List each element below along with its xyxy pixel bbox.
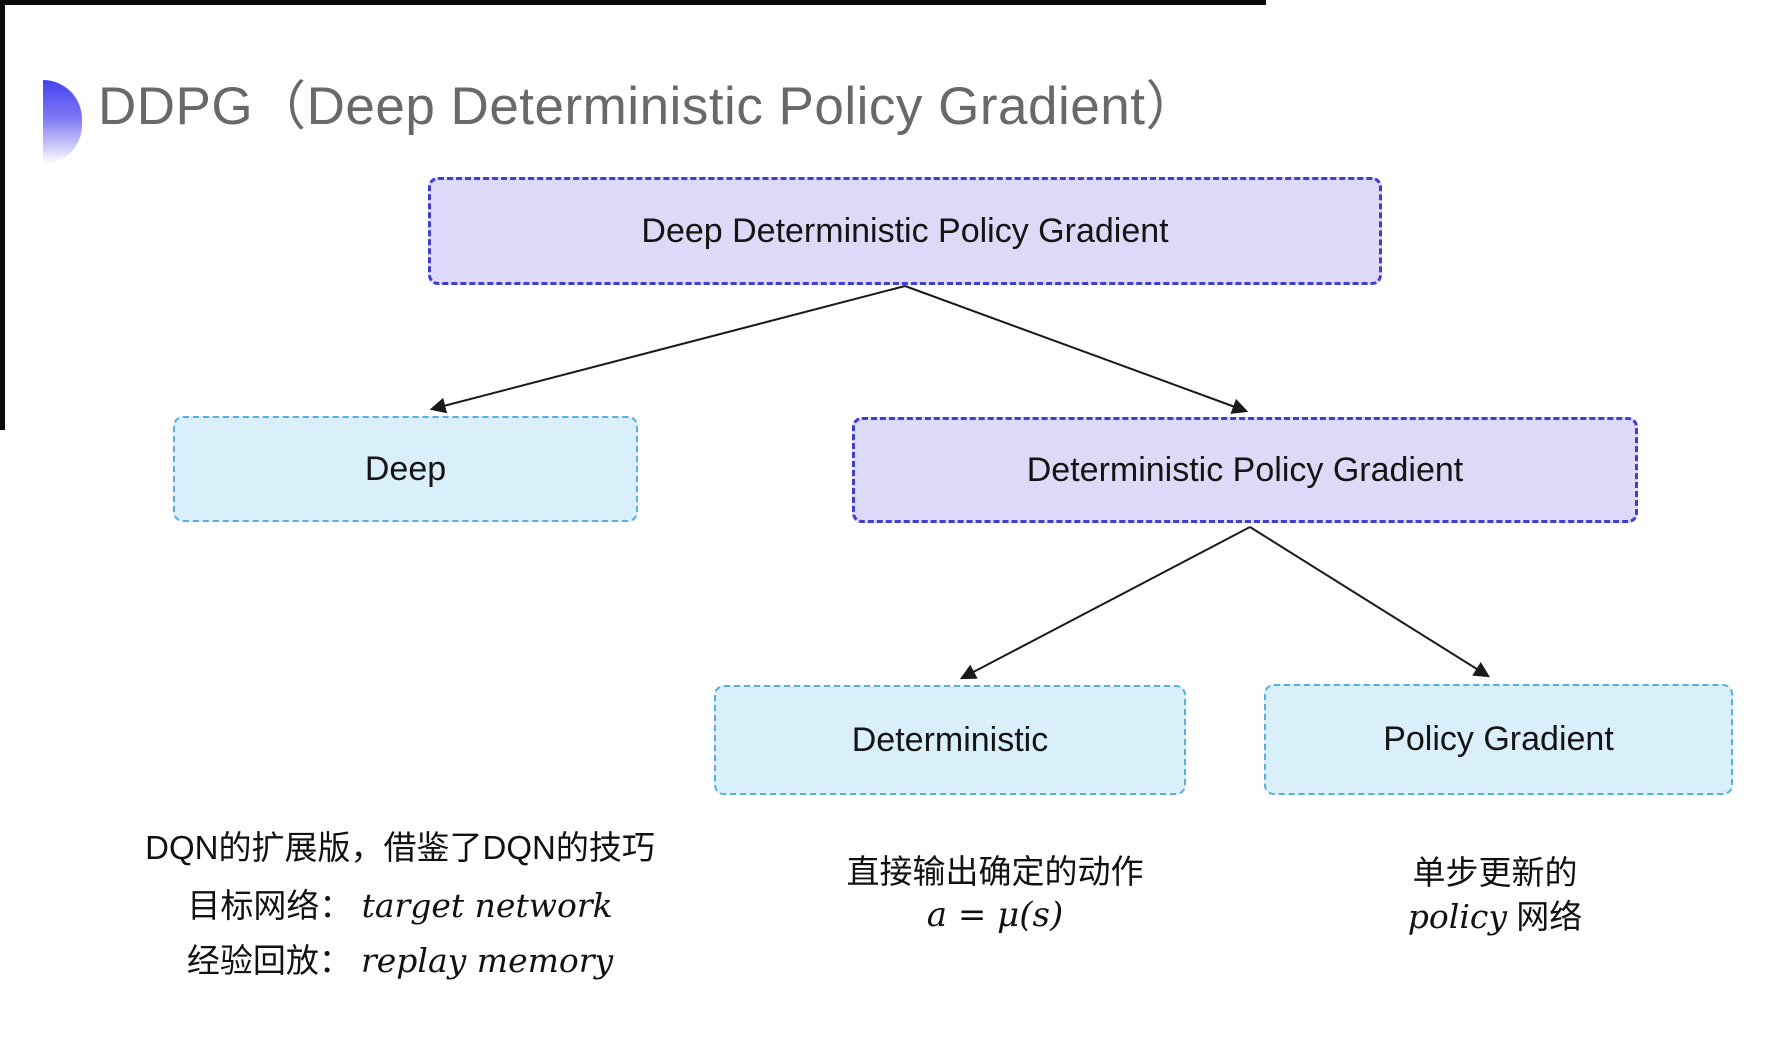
node-deterministic-label: Deterministic bbox=[851, 720, 1049, 759]
arrow-root-to-dpg bbox=[904, 285, 1249, 414]
note-target-term: target network bbox=[361, 886, 613, 925]
window-top-edge bbox=[0, 0, 1266, 5]
note-policy-suffix: 网络 bbox=[1507, 898, 1583, 935]
note-policy-term: policy bbox=[1407, 897, 1508, 936]
node-policy-gradient: Policy Gradient bbox=[1264, 684, 1733, 795]
note-deep-replay-line: 经验回放： replay memory bbox=[100, 941, 700, 981]
node-root-ddpg: Deep Deterministic Policy Gradient bbox=[428, 177, 1382, 285]
arrow-root-to-deep bbox=[429, 285, 906, 414]
node-dpg-label: Deterministic Policy Gradient bbox=[1026, 450, 1464, 489]
note-target-label: 目标网络： bbox=[187, 887, 353, 924]
note-deterministic-line1: 直接输出确定的动作 bbox=[846, 853, 1144, 890]
note-deterministic-column: 直接输出确定的动作 a = μ(s) bbox=[795, 852, 1195, 935]
note-replay-term: replay memory bbox=[360, 941, 614, 980]
note-policy-gradient-column: 单步更新的 policy 网络 bbox=[1295, 853, 1695, 937]
note-replay-label: 经验回放： bbox=[186, 942, 352, 979]
node-deep-label: Deep bbox=[364, 449, 447, 488]
arrow-dpg-to-policy-gradient bbox=[1249, 526, 1491, 678]
note-deep-target-line: 目标网络： target network bbox=[100, 886, 700, 926]
title-accent-semicircle bbox=[43, 80, 82, 164]
equation-a-mu-s: a = μ(s) bbox=[926, 895, 1064, 935]
node-deterministic: Deterministic bbox=[714, 685, 1186, 795]
note-deep-line1: DQN的扩展版，借鉴了DQN的技巧 bbox=[145, 829, 655, 866]
note-deep-column: DQN的扩展版，借鉴了DQN的技巧 目标网络： target network 经… bbox=[100, 828, 700, 981]
arrow-dpg-to-deterministic bbox=[959, 526, 1251, 680]
note-policy-network-line: policy 网络 bbox=[1295, 897, 1695, 937]
node-deep: Deep bbox=[173, 416, 638, 522]
node-dpg: Deterministic Policy Gradient bbox=[852, 417, 1638, 523]
note-deterministic-equation-line: a = μ(s) bbox=[795, 895, 1195, 935]
node-policy-gradient-label: Policy Gradient bbox=[1383, 720, 1614, 758]
slide-title: DDPG（Deep Deterministic Policy Gradient） bbox=[98, 77, 1199, 136]
note-policy-gradient-line1: 单步更新的 bbox=[1412, 854, 1578, 891]
node-root-label: Deep Deterministic Policy Gradient bbox=[641, 211, 1169, 250]
window-left-edge bbox=[0, 0, 5, 430]
